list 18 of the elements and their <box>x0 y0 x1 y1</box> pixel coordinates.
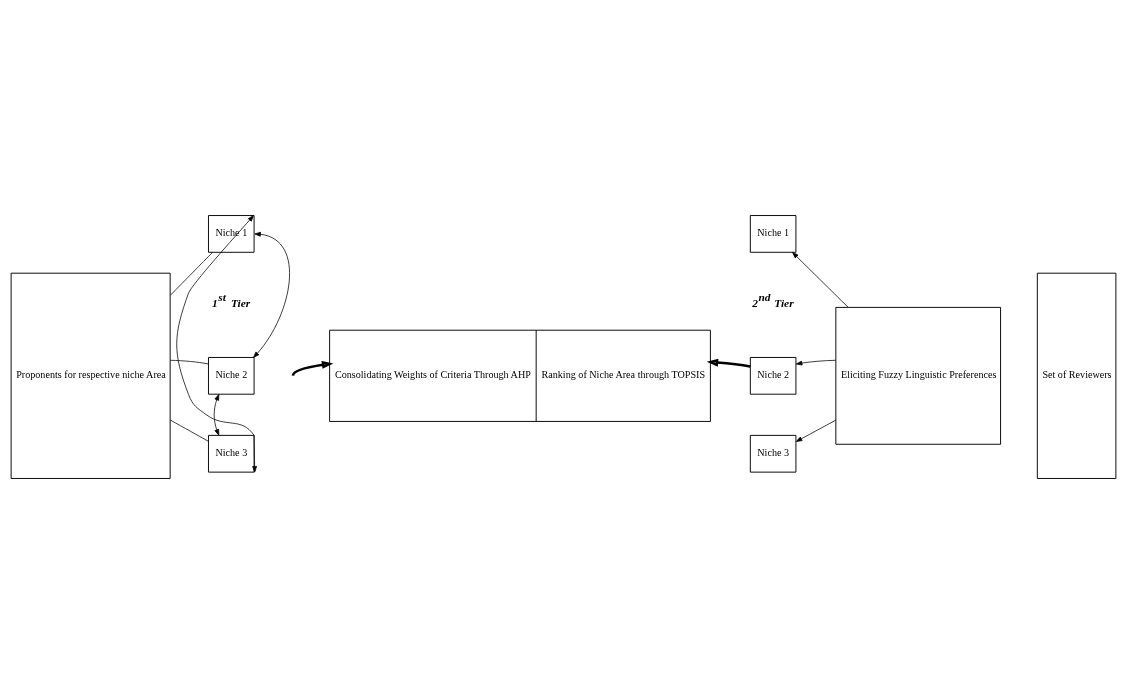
connector <box>169 419 209 442</box>
arrow <box>792 251 849 308</box>
node-box: Set of Reviewers <box>1036 272 1117 479</box>
connector <box>169 251 213 296</box>
node-box: Niche 3 <box>749 434 797 473</box>
arrow <box>213 393 220 436</box>
arrow <box>176 214 257 472</box>
node-box: Niche 2 <box>208 356 255 395</box>
arrow <box>795 419 837 442</box>
node-box: Niche 2 <box>749 356 797 395</box>
node-box: Eliciting Fuzzy Linguistic Preferences <box>835 306 1002 445</box>
arrow <box>706 358 751 368</box>
arrow <box>291 360 334 376</box>
connector <box>169 359 209 364</box>
node-box: Proponents for respective niche Area <box>10 272 171 479</box>
arrow <box>253 231 290 358</box>
arrow <box>795 359 837 365</box>
node-box: Niche 1 <box>749 214 797 253</box>
